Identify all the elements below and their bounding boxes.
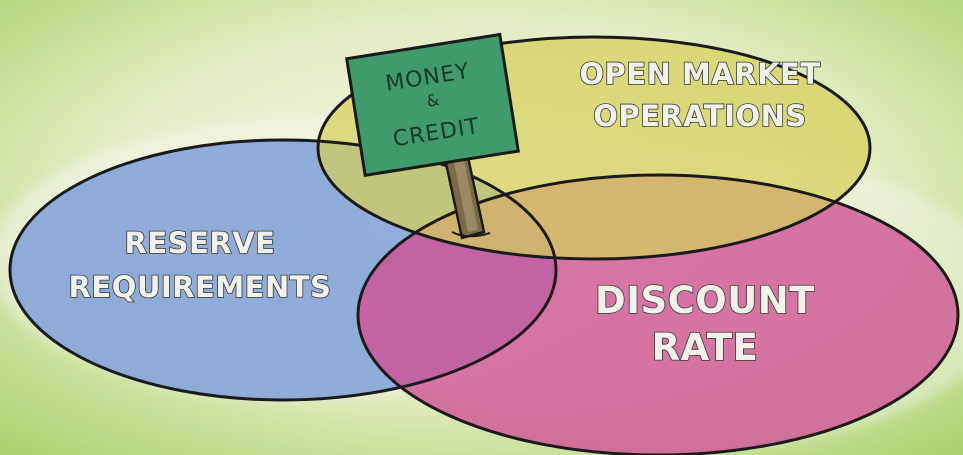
sign-post-highlight bbox=[454, 160, 478, 232]
sign-board bbox=[345, 32, 520, 178]
discount-rate-label-line2: RATE bbox=[652, 326, 759, 369]
sign-post-ground bbox=[451, 231, 491, 238]
discount-rate-label-line1: DISCOUNT bbox=[595, 279, 815, 322]
reserve-requirements-label-line1: RESERVE bbox=[125, 226, 276, 260]
reserve-requirements-label-line2: REQUIREMENTS bbox=[69, 270, 332, 304]
reserve-requirements-outline bbox=[8, 138, 558, 402]
sign-line-ampersand: & bbox=[425, 90, 441, 111]
open-market-label-line2: OPERATIONS bbox=[593, 99, 807, 133]
open-market-operations-outline bbox=[316, 35, 872, 261]
money-credit-sign: MONEY & CREDIT bbox=[345, 32, 520, 240]
open-market-label-line1: OPEN MARKET bbox=[579, 57, 820, 91]
discount-rate-outline bbox=[356, 173, 960, 455]
